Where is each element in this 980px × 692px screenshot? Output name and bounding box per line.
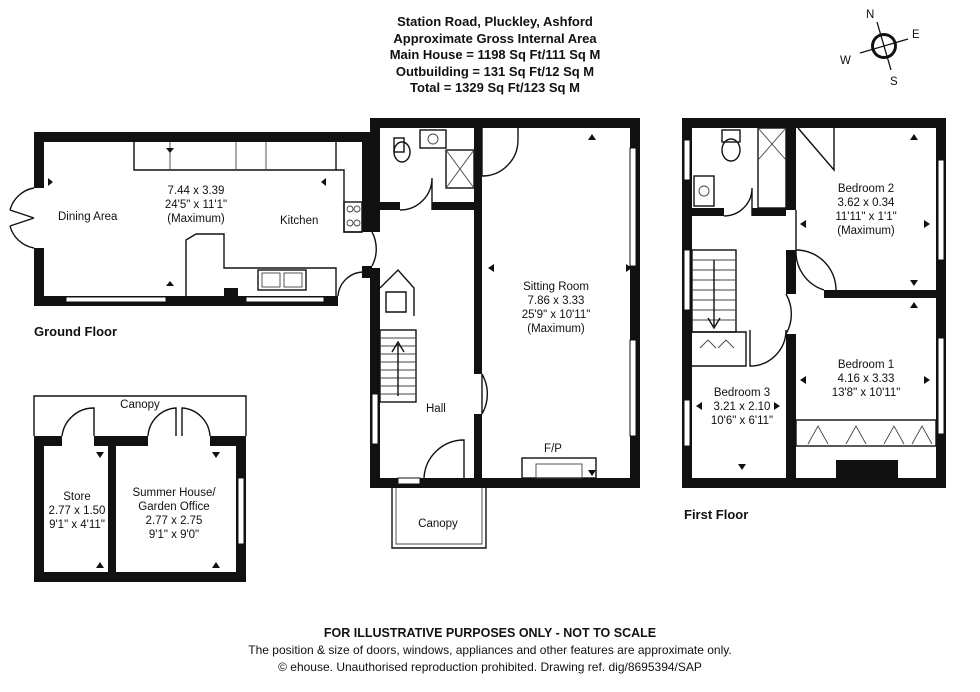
toilet-icon [393, 137, 405, 153]
approximate-note: The position & size of doors, windows, a… [248, 643, 732, 657]
bedroom2-dims-m: 3.62 x 0.34 [838, 197, 896, 209]
first-basin-icon [693, 175, 715, 207]
compass-north: N [866, 9, 874, 21]
copyright-text: © ehouse. Unauthorised reproduction proh… [278, 660, 702, 674]
compass-east: E [912, 29, 920, 41]
hob-icon [343, 201, 363, 233]
plan-footer: FOR ILLUSTRATIVE PURPOSES ONLY - NOT TO … [160, 625, 820, 676]
fireplace-icon [521, 457, 597, 479]
bedroom3-name: Bedroom 3 [714, 387, 770, 399]
main-house-area: Main House = 1198 Sq Ft/111 Sq M [389, 47, 601, 62]
kitchen-dining-dims-ft: 24'5" x 11'1" [165, 199, 227, 211]
bedroom2-note: (Maximum) [837, 225, 895, 237]
first-floor-stairs [691, 249, 737, 333]
kitchen-label: Kitchen [280, 215, 318, 227]
summer-house-name-2: Garden Office [138, 501, 209, 513]
store-name: Store [63, 491, 91, 503]
kitchen-side-counter [336, 169, 362, 233]
bedroom3-dims-m: 3.21 x 2.10 [714, 401, 771, 413]
outbuilding-area: Outbuilding = 131 Sq Ft/12 Sq M [395, 63, 595, 79]
basin-icon [419, 129, 447, 149]
summer-house-dims-ft: 9'1" x 9'0" [149, 529, 199, 541]
sitting-room-name: Sitting Room [523, 281, 589, 293]
bedroom3-dims-ft: 10'6" x 6'11" [711, 415, 773, 427]
hall-sitting-walls [370, 118, 640, 488]
kitchen-dining-walls [34, 132, 372, 306]
bath-icon [757, 127, 787, 209]
compass-south: S [890, 76, 898, 88]
bedroom1-dims-ft: 13'8" x 10'11" [832, 387, 901, 399]
summer-house-name-1: Summer House/ [132, 487, 216, 499]
front-canopy-label: Canopy [418, 518, 458, 530]
ground-floor-label: Ground Floor [34, 324, 118, 339]
ground-stairs [379, 329, 417, 403]
shower-icon [445, 149, 475, 189]
fireplace-label: F/P [544, 443, 562, 455]
kitchen-dining-note: (Maximum) [167, 213, 225, 225]
compass-icon: N E S W [840, 9, 920, 88]
sink-icon [257, 269, 307, 291]
dining-area-label: Dining Area [58, 211, 118, 223]
kitchen-island-counter [196, 233, 337, 296]
kitchen-top-counter [133, 142, 337, 171]
dining-french-doors [9, 187, 35, 249]
bedroom1-wardrobe [795, 419, 937, 447]
first-floor-label: First Floor [684, 507, 749, 522]
bedroom1-dims-m: 4.16 x 3.33 [838, 373, 895, 385]
outbuilding-canopy-label: Canopy [120, 399, 160, 411]
address-title: Station Road, Pluckley, Ashford [397, 14, 593, 29]
sitting-room-dims-m: 7.86 x 3.33 [528, 295, 585, 307]
outbuilding-walls [33, 395, 247, 582]
plan-header: Station Road, Pluckley, Ashford Approxim… [300, 14, 690, 97]
stair-cupboard [379, 268, 415, 316]
total-area: Total = 1329 Sq Ft/123 Sq M [410, 80, 580, 95]
sitting-room-dims-ft: 25'9" x 10'11" [522, 309, 591, 321]
bedroom2-dims-ft: 11'11" x 1'1" [835, 211, 896, 223]
sitting-room-note: (Maximum) [527, 323, 585, 335]
store-dims-ft: 9'1" x 4'11" [49, 519, 105, 531]
kitchen-dining-dims-m: 7.44 x 3.39 [168, 185, 225, 197]
bedroom1-name: Bedroom 1 [838, 359, 894, 371]
disclaimer-text: FOR ILLUSTRATIVE PURPOSES ONLY - NOT TO … [323, 626, 657, 640]
area-title: Approximate Gross Internal Area [393, 30, 597, 46]
store-dims-m: 2.77 x 1.50 [49, 505, 106, 517]
first-floor-walls [682, 118, 946, 488]
front-canopy [391, 488, 487, 549]
bedroom2-name: Bedroom 2 [838, 183, 894, 195]
summer-house-dims-m: 2.77 x 2.75 [146, 515, 203, 527]
first-toilet-icon [721, 129, 741, 143]
compass-west: W [840, 55, 851, 67]
hall-label: Hall [426, 403, 446, 415]
